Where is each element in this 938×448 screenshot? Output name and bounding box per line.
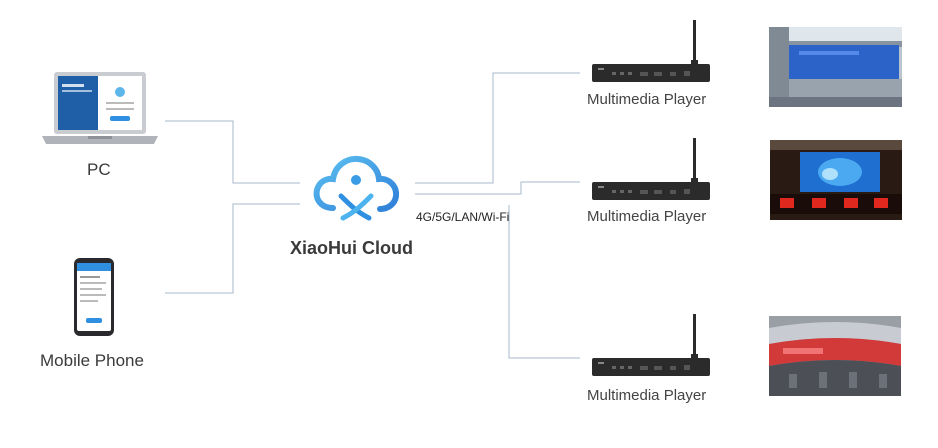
multimedia-player-device-icon (588, 314, 714, 378)
player1-label: Multimedia Player (587, 91, 707, 108)
mobile-phone-label: Mobile Phone (40, 351, 144, 370)
pc-label: PC (87, 160, 111, 179)
network-label: 4G/5G/LAN/Wi-Fi (416, 210, 510, 224)
player2-connector (415, 181, 580, 195)
player3-connector (508, 205, 580, 359)
led-display-photo-1 (769, 27, 902, 107)
cloud-label: XiaoHui Cloud (290, 238, 413, 258)
pc-connector (165, 120, 300, 184)
xiaohui-cloud-logo-icon (313, 152, 400, 224)
pc-laptop-icon (40, 70, 160, 150)
multimedia-player-device-icon (588, 138, 714, 202)
multimedia-player-device-icon (588, 20, 714, 84)
led-display-photo-3 (769, 316, 901, 396)
player2-label: Multimedia Player (587, 208, 707, 225)
mobile-phone-icon (72, 256, 116, 338)
led-display-photo-2 (770, 140, 902, 220)
player1-connector (415, 72, 580, 184)
phone-connector (165, 203, 300, 294)
player3-label: Multimedia Player (587, 387, 707, 404)
